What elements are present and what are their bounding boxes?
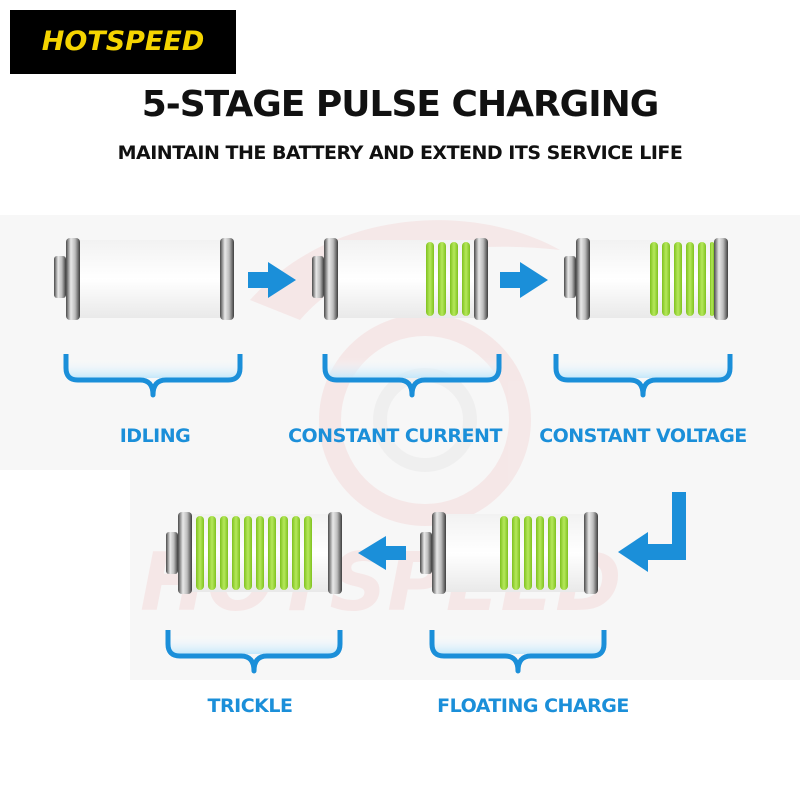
charge-bar bbox=[438, 242, 446, 316]
stage-label-trickle: TRICKLE bbox=[207, 695, 293, 717]
battery-cap-right bbox=[220, 238, 234, 320]
battery-terminal bbox=[166, 532, 178, 574]
charge-bar bbox=[292, 516, 300, 590]
charge-bar bbox=[256, 516, 264, 590]
arrow-right-icon bbox=[248, 262, 296, 298]
page-subtitle: MAINTAIN THE BATTERY AND EXTEND ITS SERV… bbox=[117, 142, 683, 164]
battery-cap-left bbox=[432, 512, 446, 594]
arrow-right-icon bbox=[500, 262, 548, 298]
brace-floating-charge bbox=[429, 630, 607, 674]
charge-bar bbox=[512, 516, 520, 590]
charge-bar bbox=[698, 242, 706, 316]
hotspeed-logo: HOTSPEED bbox=[10, 10, 236, 74]
battery-terminal bbox=[312, 256, 324, 298]
battery-terminal bbox=[564, 256, 576, 298]
charge-bar bbox=[426, 242, 434, 316]
charge-bar bbox=[462, 242, 470, 316]
battery-cap-right bbox=[714, 238, 728, 320]
battery-constant-current bbox=[312, 238, 488, 320]
charge-bar bbox=[196, 516, 204, 590]
charge-bar bbox=[536, 516, 544, 590]
charge-bar bbox=[268, 516, 276, 590]
charge-bar bbox=[686, 242, 694, 316]
battery-cap-left bbox=[324, 238, 338, 320]
battery-cap-left bbox=[178, 512, 192, 594]
charge-bar bbox=[650, 242, 658, 316]
brace-constant-current bbox=[322, 354, 502, 398]
arrow-turn-down-left-icon bbox=[618, 492, 686, 572]
charge-bar bbox=[244, 516, 252, 590]
charge-bar bbox=[500, 516, 508, 590]
charge-bar bbox=[674, 242, 682, 316]
brace-trickle bbox=[165, 630, 343, 674]
battery-constant-voltage bbox=[564, 238, 728, 320]
charge-bar bbox=[560, 516, 568, 590]
logo-text: HOTSPEED bbox=[41, 26, 205, 57]
battery-floating-charge bbox=[420, 512, 598, 594]
charge-bar bbox=[280, 516, 288, 590]
battery-cap-left bbox=[66, 238, 80, 320]
charge-bar bbox=[710, 242, 714, 316]
brace-constant-voltage bbox=[553, 354, 733, 398]
charge-bar bbox=[662, 242, 670, 316]
stage-label-idling: IDLING bbox=[119, 425, 191, 447]
battery-cap-right bbox=[474, 238, 488, 320]
battery-body bbox=[80, 240, 220, 318]
battery-terminal bbox=[54, 256, 66, 298]
stage-label-constant-current: CONSTANT CURRENT bbox=[288, 425, 502, 447]
battery-cap-right bbox=[584, 512, 598, 594]
stage-label-floating-charge: FLOATING CHARGE bbox=[437, 695, 629, 717]
page-title: 5-STAGE PULSE CHARGING bbox=[141, 84, 660, 125]
battery-cap-left bbox=[576, 238, 590, 320]
charge-bar bbox=[304, 516, 312, 590]
charge-bar bbox=[220, 516, 228, 590]
charge-bar bbox=[524, 516, 532, 590]
charge-bar bbox=[232, 516, 240, 590]
brace-idling bbox=[63, 354, 243, 398]
battery-idling bbox=[54, 238, 234, 320]
arrow-left-icon bbox=[358, 536, 406, 570]
battery-terminal bbox=[420, 532, 432, 574]
charge-bar bbox=[450, 242, 458, 316]
charge-bar bbox=[548, 516, 556, 590]
charge-bar bbox=[208, 516, 216, 590]
battery-cap-right bbox=[328, 512, 342, 594]
battery-trickle bbox=[166, 512, 342, 594]
stage-label-constant-voltage: CONSTANT VOLTAGE bbox=[539, 425, 747, 447]
